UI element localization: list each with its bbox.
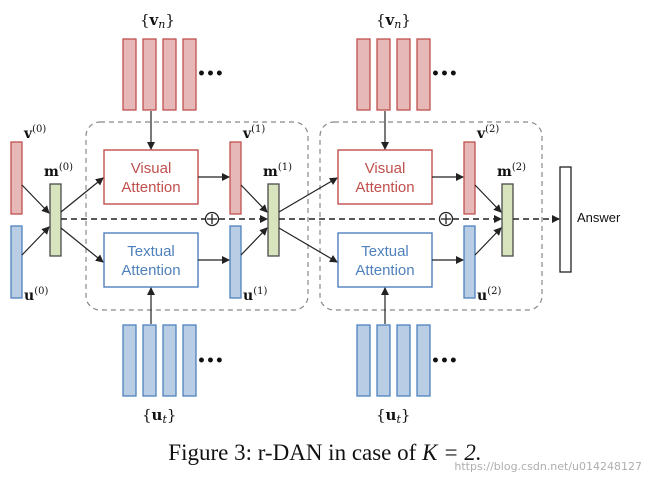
u-set-label-2: {ut} bbox=[376, 406, 410, 426]
watermark: https://blog.csdn.net/u014248127 bbox=[454, 460, 642, 473]
v2-label: v(2) bbox=[476, 124, 499, 142]
v2-vector bbox=[463, 141, 476, 215]
visual-attention-box-1 bbox=[103, 149, 199, 205]
v-set-label-1: {vn} bbox=[140, 11, 175, 31]
m1-vector bbox=[267, 183, 280, 257]
textual-features-stack-1 bbox=[122, 324, 197, 397]
m0-vector bbox=[49, 183, 62, 257]
u0-vector bbox=[10, 225, 23, 299]
textual-attention-label-1a: Textual bbox=[127, 243, 175, 260]
u2-vector bbox=[463, 225, 476, 299]
u0-label: u(0) bbox=[24, 286, 48, 304]
textual-features-stack-2 bbox=[356, 324, 431, 397]
m2-vector bbox=[501, 183, 514, 257]
ellipsis-top-1: ••• bbox=[197, 66, 224, 82]
visual-attention-label-1b: Attention bbox=[121, 179, 180, 196]
answer-vector bbox=[559, 166, 572, 273]
visual-features-stack-1 bbox=[122, 38, 197, 111]
textual-attention-label-2b: Attention bbox=[355, 262, 414, 279]
visual-attention-label-2b: Attention bbox=[355, 179, 414, 196]
v-set-label-2: {vn} bbox=[376, 11, 411, 31]
u1-vector bbox=[229, 225, 242, 299]
r-dan-diagram: ••• ••• ••• ••• {vn} {vn} {ut} {ut} Visu… bbox=[10, 11, 621, 426]
plus-node-1 bbox=[204, 211, 220, 227]
textual-attention-label-2a: Textual bbox=[361, 243, 409, 260]
textual-attention-box-2 bbox=[337, 232, 433, 288]
connection-arrows bbox=[21, 111, 502, 324]
block-1-frame bbox=[85, 121, 309, 311]
visual-features-stack-2 bbox=[356, 38, 431, 111]
ellipsis-bottom-1: ••• bbox=[197, 353, 224, 369]
visual-attention-label-2a: Visual bbox=[365, 160, 406, 177]
caption-math: K = 2. bbox=[422, 440, 482, 465]
block-2-frame bbox=[319, 121, 543, 311]
m1-label: m(1) bbox=[263, 162, 292, 180]
u1-label: u(1) bbox=[243, 286, 267, 304]
u2-label: u(2) bbox=[477, 286, 501, 304]
m2-label: m(2) bbox=[497, 162, 526, 180]
v1-label: v(1) bbox=[242, 124, 265, 142]
textual-attention-label-1b: Attention bbox=[121, 262, 180, 279]
caption-prefix: Figure 3: r-DAN in case of bbox=[168, 440, 423, 465]
answer-label: Answer bbox=[577, 210, 621, 225]
v1-vector bbox=[229, 141, 242, 215]
visual-attention-label-1a: Visual bbox=[131, 160, 172, 177]
visual-attention-box-2 bbox=[337, 149, 433, 205]
plus-node-2 bbox=[438, 211, 454, 227]
v0-vector bbox=[10, 141, 23, 215]
u-set-label-1: {ut} bbox=[142, 406, 176, 426]
ellipsis-bottom-2: ••• bbox=[431, 353, 458, 369]
textual-attention-box-1 bbox=[103, 232, 199, 288]
m0-label: m(0) bbox=[44, 162, 73, 180]
figure-caption: Figure 3: r-DAN in case of K = 2. bbox=[0, 440, 650, 466]
v0-label: v(0) bbox=[23, 124, 46, 142]
ellipsis-top-2: ••• bbox=[431, 66, 458, 82]
